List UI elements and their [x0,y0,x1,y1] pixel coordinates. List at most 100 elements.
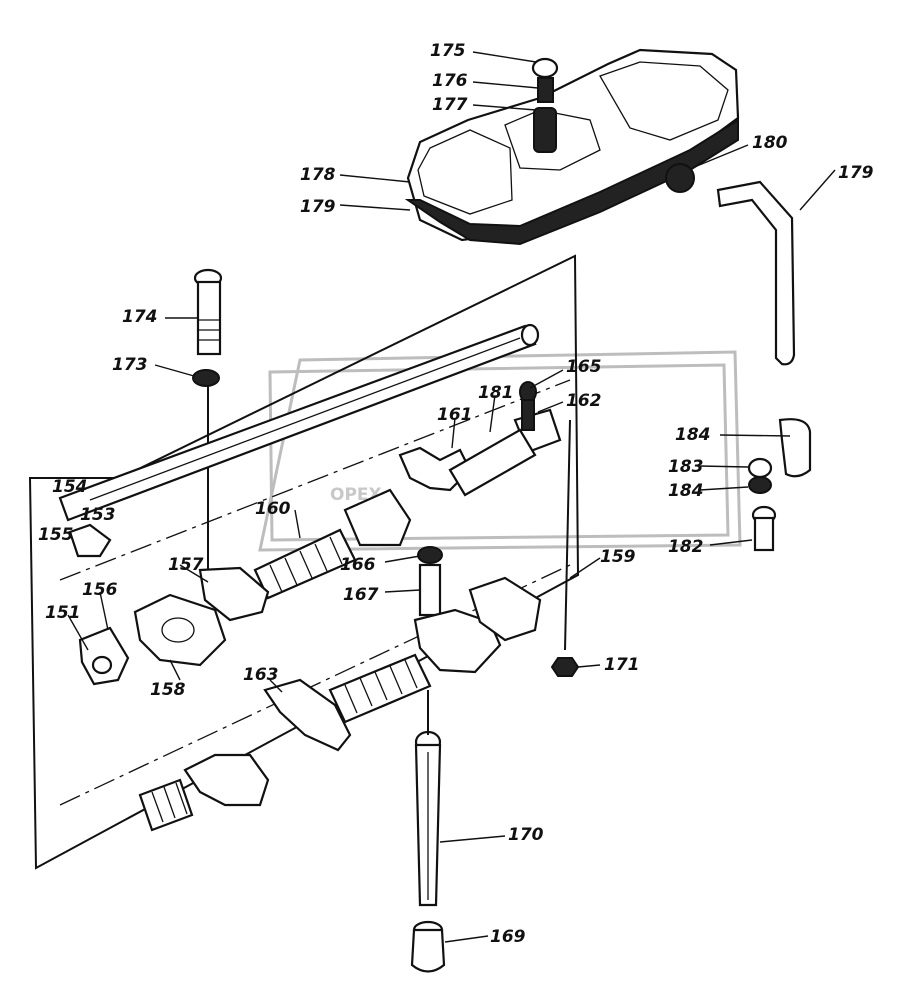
rocker-support-158 [133,593,227,667]
label-159: 159 [600,547,636,567]
rocker-shaft-161 [58,323,540,522]
leader-180 [691,144,749,169]
bolt-shank-174 [196,280,222,356]
axis-line-upper [59,379,571,581]
leader-161 [451,417,456,449]
leader-173 [154,364,195,377]
washer-156 [78,626,130,686]
label-175: 175 [430,41,466,61]
small-spring [138,778,194,832]
washer-183 [747,457,773,479]
label-174: 174 [122,307,158,327]
leader-151 [67,614,89,651]
label-176: 176 [432,71,468,91]
rocker-assembly-frame [28,254,580,870]
label-179b: 179 [838,163,874,183]
leader-179a [339,204,411,211]
lower-spring-body [328,653,432,724]
label-160: 160 [255,499,291,519]
pin-184 [778,418,812,478]
label-151: 151 [45,603,81,623]
leader-176 [472,81,539,89]
spring-coils [269,536,343,593]
rocker-arm-181 [398,381,562,497]
label-170: 170 [508,825,544,845]
label-156: 156 [82,580,118,600]
filler-stem [537,77,554,103]
leader-179b [799,169,836,211]
adjust-screw-stem [521,399,535,431]
label-166: 166 [340,555,376,575]
lower-spring-coils [344,659,418,714]
leader-181 [489,394,496,433]
bracket-163 [263,678,352,752]
oil-filler-cap-175 [531,57,559,79]
leader-163 [269,679,283,693]
tappet-169 [410,920,446,973]
label-180: 180 [752,133,788,153]
rocker-arm-lower [183,753,270,807]
cover-lobe-1 [417,129,513,215]
bolt-182 [751,505,777,552]
label-183: 183 [668,457,704,477]
cover-gasket-173 [404,118,739,246]
breather-178 [533,107,557,153]
leader-167 [384,589,421,593]
leader-171 [577,664,601,668]
label-165: 165 [566,357,602,377]
washer-184 [748,476,772,494]
nut-171 [550,657,580,677]
leader-162 [537,401,564,413]
fitting-180 [665,163,695,193]
label-178: 178 [300,165,336,185]
small-spring-coils [151,782,188,823]
support-bore [161,617,195,643]
rocker-arm-middle [413,608,502,674]
leader-165 [529,369,564,389]
breather-hose-179 [716,180,796,366]
leader-158 [169,659,181,681]
plug-151 [91,655,113,675]
rocker-arm-upper [343,488,412,547]
label-167: 167 [343,585,379,605]
leader-lines [67,51,836,943]
valve-cover [404,48,740,246]
leader-178 [339,174,411,183]
leader-170 [439,835,506,843]
label-171: 171 [604,655,640,675]
label-153: 153 [80,505,116,525]
label-182: 182 [668,537,704,557]
shaft-highlight [89,337,521,501]
leader-169 [444,935,489,943]
label-173: 173 [112,355,148,375]
axis-line-nut [564,419,571,651]
rocker-arm-right [468,576,542,642]
label-169: 169 [490,927,526,947]
spring-coil-160b [448,428,537,497]
leader-160 [294,509,301,539]
rocker-arm-157 [198,566,270,622]
bolt-182-shank [753,516,775,552]
locknut-166 [417,546,443,564]
leader-157 [179,564,209,583]
tappet-body [410,928,446,973]
leader-166 [384,555,421,563]
watermark: OPEX [258,350,742,552]
lower-spring [328,653,432,724]
leader-159 [569,557,601,579]
shaft-plug-154 [68,523,112,558]
label-184: 184 [675,425,711,445]
label-154: 154 [52,477,88,497]
cover-lobe-3 [599,61,729,141]
label-161: 161 [437,405,473,425]
adjust-screw-167 [418,563,442,617]
push-rod-170 [414,730,442,907]
leader-156 [99,591,109,631]
label-184b: 184 [668,481,704,501]
shaft-end [520,323,540,347]
leader-184 [719,434,791,437]
label-177: 177 [432,95,468,115]
label-181: 181 [478,383,514,403]
